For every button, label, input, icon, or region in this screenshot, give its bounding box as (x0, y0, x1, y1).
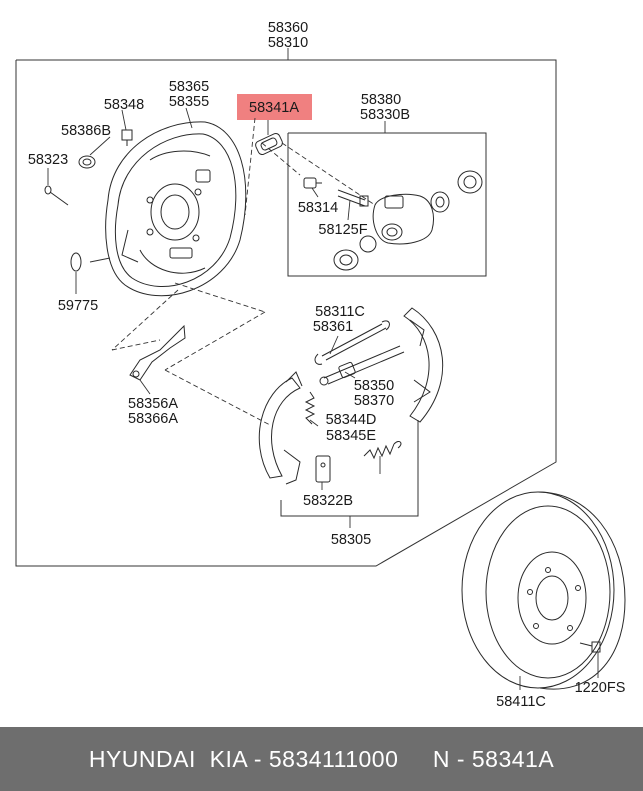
dash-line-2 (261, 142, 301, 176)
footer-bar: HYUNDAI KIA - 5834111000 N - 58341A (0, 727, 643, 791)
upper-spring-part (314, 320, 390, 365)
cylinder-frame (287, 132, 487, 277)
label-spring-1: 58311C (315, 304, 365, 320)
boot-left (333, 249, 359, 271)
leader-lever (139, 379, 151, 395)
bolt-part (121, 129, 133, 146)
leader-grommet (89, 136, 111, 156)
label-hold-2: 58345E (326, 428, 376, 444)
label-hold-1: 58344D (326, 412, 377, 428)
dash-line-1 (244, 117, 256, 216)
label-spring-2: 58361 (313, 319, 353, 335)
pin-part (44, 185, 69, 206)
label-shoe-pad: 58322B (303, 493, 353, 509)
dash-line-5 (111, 339, 161, 351)
leader-backing-plate (185, 107, 193, 129)
label-assembly-bottom: 58310 (268, 35, 308, 51)
brake-shoe-left (258, 371, 303, 485)
leader-clip-2 (89, 257, 111, 263)
label-bleeder: 58314 (298, 200, 338, 216)
label-adjuster-1: 58350 (354, 378, 394, 394)
dash-line-7 (164, 311, 266, 371)
grommet-part (78, 155, 96, 169)
brake-shoe-right (403, 307, 444, 423)
shoe-kit-bracket (280, 420, 419, 517)
leader-hold (309, 419, 319, 427)
label-adjuster-2: 58370 (354, 393, 394, 409)
label-backing-plate-2: 58355 (169, 94, 209, 110)
lower-spring-part (363, 441, 402, 460)
label-lever-2: 58366A (128, 411, 178, 427)
dash-line-4 (174, 282, 266, 313)
label-grommet: 58386B (61, 123, 111, 139)
screw-part (337, 189, 369, 207)
leader-bleeder (311, 187, 319, 198)
drum-bolt-part (579, 641, 601, 653)
clip-part (70, 252, 82, 272)
dash-line-3 (281, 142, 376, 206)
gasket-part (255, 132, 283, 156)
piston-left (359, 235, 377, 253)
label-drum-bolt: 1220FS (575, 680, 626, 696)
shoe-pad-part (315, 455, 331, 483)
leader-spring (329, 335, 339, 355)
label-pin: 58323 (28, 152, 68, 168)
label-drum: 58411C (496, 694, 546, 710)
label-clip: 59775 (58, 298, 98, 314)
piston-cup-right (430, 191, 450, 213)
exploded-parts-diagram: 58360 58310 58365 58355 58348 58386B 583… (15, 20, 626, 710)
label-backing-plate-1: 58365 (169, 79, 209, 95)
leader-adjuster (344, 371, 356, 379)
backing-plate (105, 121, 247, 297)
assembly-frame (15, 59, 557, 567)
adjuster-part (319, 345, 405, 386)
parking-lever-part (129, 324, 186, 381)
label-bolt: 58348 (104, 97, 144, 113)
wheel-cylinder-body (372, 193, 434, 245)
highlight-box (237, 94, 312, 120)
bleeder-screw-part (303, 177, 322, 189)
label-cylinder-1: 58380 (361, 92, 401, 108)
label-assembly-top: 58360 (268, 20, 308, 36)
label-screw: 58125F (318, 222, 367, 238)
dash-line-8 (111, 289, 179, 351)
leader-bolt (121, 109, 127, 131)
label-shoe-kit: 58305 (331, 532, 371, 548)
label-cylinder-2: 58330B (360, 107, 410, 123)
hold-down-spring-part (304, 391, 316, 425)
boot-right (457, 170, 483, 194)
footer-text: HYUNDAI KIA - 5834111000 N - 58341A (88, 745, 555, 772)
dash-line-6 (164, 369, 271, 426)
leader-screw (347, 199, 351, 221)
brake-drum (461, 491, 626, 690)
label-highlighted-part: 58341A (249, 100, 299, 116)
label-lever-1: 58356A (128, 396, 178, 412)
